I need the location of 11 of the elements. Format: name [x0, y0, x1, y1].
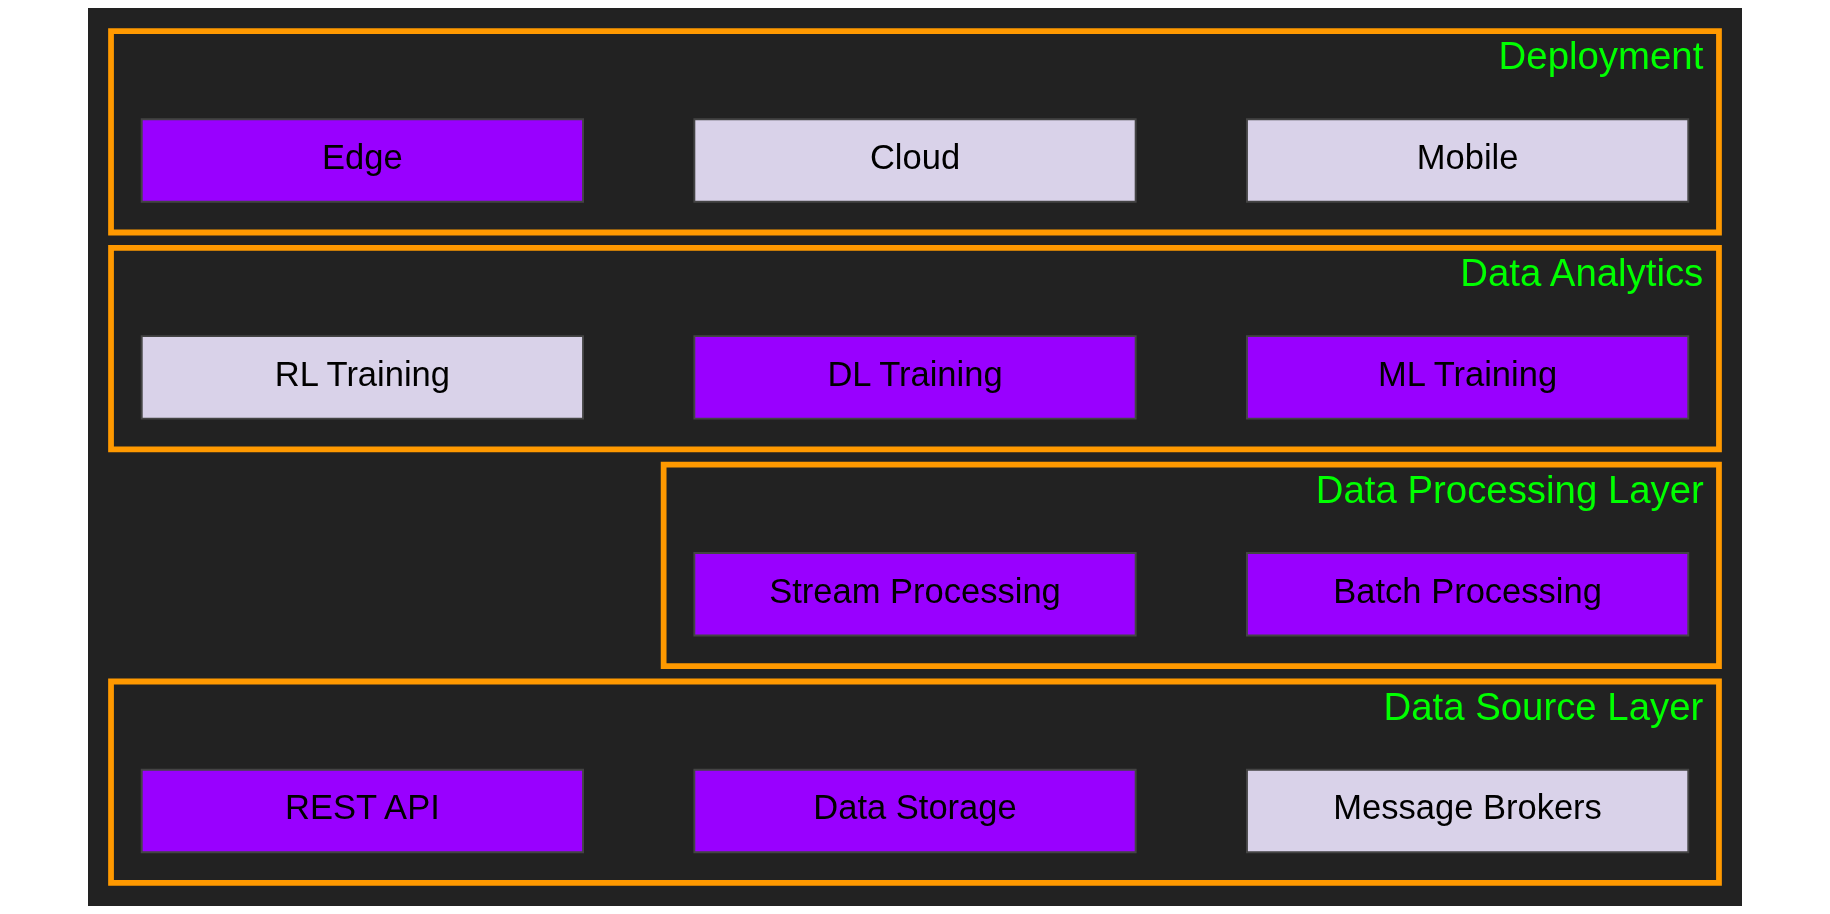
- node-box: ML Training: [1246, 335, 1690, 420]
- node-box: DL Training: [693, 335, 1137, 420]
- node-box: Data Storage: [693, 768, 1137, 854]
- node-box: REST API: [140, 768, 584, 854]
- node-box: Mobile: [1246, 118, 1690, 203]
- node-box: Edge: [140, 118, 584, 203]
- node-box: Stream Processing: [693, 552, 1137, 637]
- node-box: Message Brokers: [1246, 768, 1690, 854]
- node-box: RL Training: [140, 335, 584, 420]
- node-box: Batch Processing: [1246, 552, 1690, 637]
- node-box: Cloud: [693, 118, 1137, 203]
